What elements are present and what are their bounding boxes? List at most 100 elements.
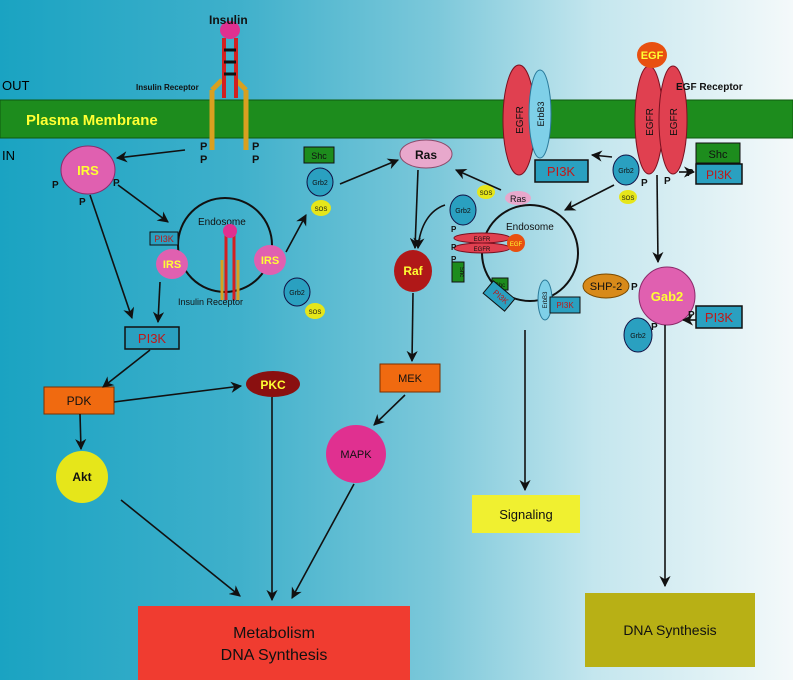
ras-small-node <box>505 191 531 205</box>
erbb3-label: ErbB3 <box>536 101 546 126</box>
insulin-receptor <box>209 38 249 150</box>
dna-synthesis-label: DNA Synthesis <box>221 647 328 664</box>
pdk-label: PDK <box>67 394 92 408</box>
endosome-label-left: Endosome <box>198 217 246 228</box>
shc-box <box>303 146 335 164</box>
pi3k-shc-box <box>695 163 743 185</box>
grb2-node <box>612 154 640 186</box>
signaling-label: Signaling <box>499 507 553 522</box>
pi3k-box <box>124 326 180 350</box>
sos-label: SOS <box>622 196 635 202</box>
sos-node <box>477 185 495 199</box>
grb2-label: Grb2 <box>618 168 634 175</box>
sos-node <box>311 200 331 216</box>
irs-endosome-left-label: IRS <box>163 259 181 271</box>
egfr-receptor <box>658 65 688 175</box>
mapk-label: MAPK <box>340 449 372 461</box>
gab2-node <box>638 266 696 326</box>
pi3k-gab2-label: PI3K <box>705 310 734 325</box>
egf-endosome <box>507 234 525 252</box>
shc-egfr-label: Shc <box>709 149 728 161</box>
phospho-p: P <box>252 154 259 166</box>
pi3k-label: PI3K <box>138 331 167 346</box>
egf-receptor-label: EGF Receptor <box>676 82 743 93</box>
irs-endosome-right-label: IRS <box>261 255 279 267</box>
egfr-label: EGFR <box>515 106 526 134</box>
pi3k-small-box <box>482 280 516 312</box>
grb2-label: Grb2 <box>289 290 305 297</box>
egf-label: EGF <box>641 50 664 62</box>
egfr-endosome-label: EGFR <box>474 247 491 253</box>
pathway-arrows <box>75 149 696 602</box>
ras-small-label: Ras <box>510 194 527 204</box>
sos-node <box>305 303 325 319</box>
raf-node <box>394 250 432 292</box>
pi3k-endosome-label: PI3K <box>154 234 174 244</box>
grb2-label: Grb2 <box>630 333 646 340</box>
phospho-p: P <box>113 178 120 189</box>
pdk-box <box>43 386 115 415</box>
shc-small-box <box>451 261 465 283</box>
egf-endosome-label: EGF <box>510 242 523 248</box>
pi3k-gab2-box <box>695 305 743 329</box>
grb2-node <box>449 194 477 226</box>
grb2-node <box>283 277 311 307</box>
gab2-label: Gab2 <box>651 289 684 304</box>
irs-label: IRS <box>77 163 99 178</box>
shc-small-label: Shc <box>458 267 464 277</box>
mek-box <box>379 363 441 393</box>
phospho-p: P <box>651 322 658 333</box>
phospho-p: P <box>641 178 648 189</box>
phospho-p: P <box>664 176 671 187</box>
phospho-p: P <box>200 141 207 153</box>
endosome-receptor <box>220 224 240 300</box>
pi3k-egfr-box <box>534 159 589 183</box>
akt-label: Akt <box>72 470 91 484</box>
insulin-receptor-label: Insulin Receptor <box>136 83 199 92</box>
phospho-p: P <box>687 168 694 179</box>
pi3k-shc-label: PI3K <box>706 168 732 182</box>
signaling-box <box>472 495 580 533</box>
phospho-p: P <box>451 225 457 234</box>
grb2-node <box>623 317 653 353</box>
endosome-label-right: Endosome <box>506 222 554 233</box>
irs-node <box>60 145 116 195</box>
sos-label: SOS <box>315 207 328 213</box>
raf-label: Raf <box>403 264 423 278</box>
sos-node <box>619 190 637 204</box>
grb2-node <box>306 167 334 197</box>
sos-label: SOS <box>480 191 493 197</box>
insulin-receptor-lower-label: Insulin Receptor <box>178 297 243 307</box>
dna-synthesis-box <box>585 593 755 667</box>
metabolism-dna-box <box>138 606 410 680</box>
phospho-p: P <box>451 255 457 264</box>
phospho-p: P <box>200 154 207 166</box>
pi3k-egfr-label: PI3K <box>547 164 576 179</box>
irs-endosome-right <box>254 245 286 275</box>
shp2-label: SHP-2 <box>590 281 622 293</box>
pkc-label: PKC <box>260 378 286 392</box>
ras-label: Ras <box>415 148 437 162</box>
out-label: OUT <box>2 78 30 93</box>
pi3k-endosome-box <box>149 231 179 246</box>
pi3k-small-label: PI3K <box>556 301 574 310</box>
insulin-ligand <box>220 21 240 39</box>
mek-label: MEK <box>398 373 423 385</box>
phospho-p: P <box>631 282 638 293</box>
grb2-label: Grb2 <box>312 180 328 187</box>
akt-node <box>56 451 108 503</box>
dna-synthesis-label: DNA Synthesis <box>623 622 716 638</box>
phospho-p: P <box>451 243 457 252</box>
erbb3-endosome-label: ErbB3 <box>543 291 549 308</box>
phospho-p: P <box>252 141 259 153</box>
egfr-endosome-label: EGFR <box>474 237 491 243</box>
erbb3-receptor <box>528 69 552 159</box>
egf-ligand <box>637 42 667 68</box>
mapk-node <box>326 425 386 483</box>
insulin-label: Insulin <box>209 13 248 27</box>
egfr-label: EGFR <box>669 108 680 136</box>
irs-endosome-left <box>156 249 188 279</box>
shc-label: Shc <box>311 151 327 161</box>
